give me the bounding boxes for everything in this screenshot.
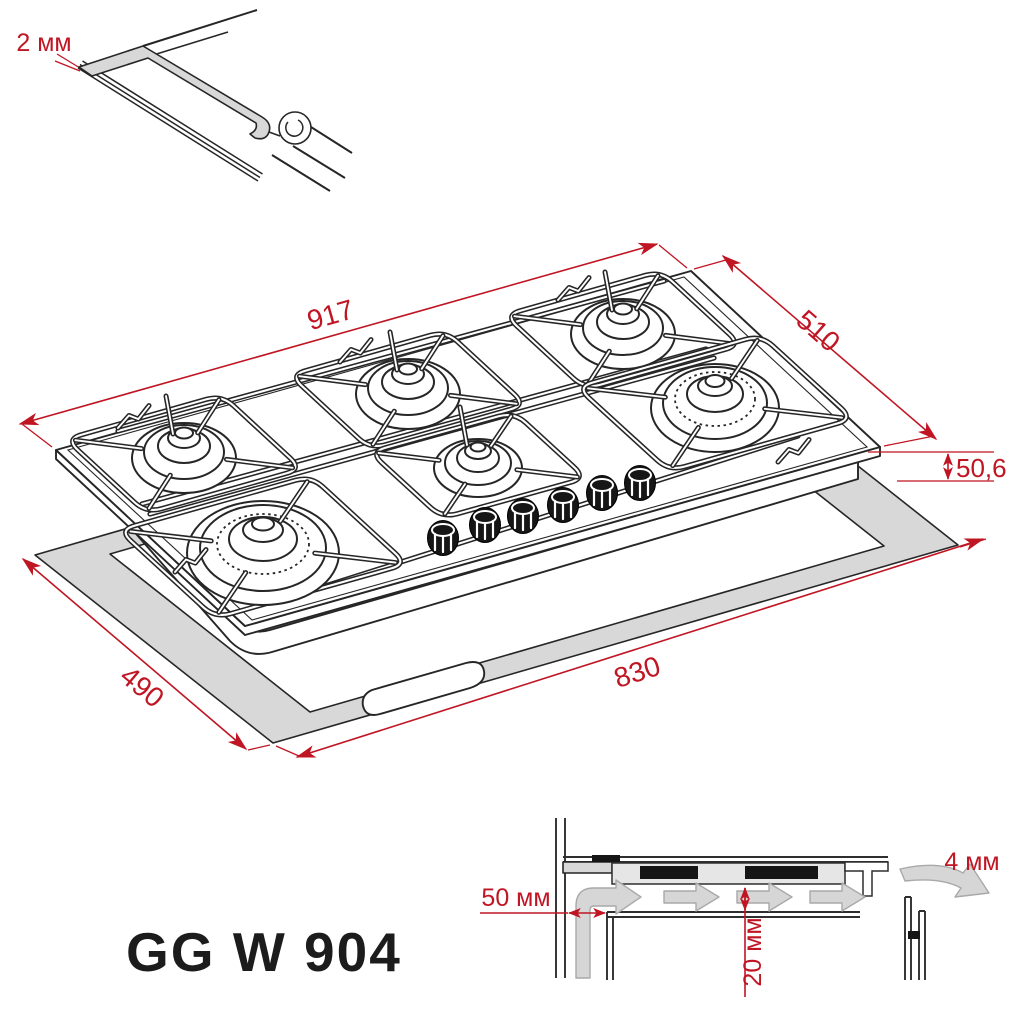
wall-clearance-label: 50 мм [481,884,550,912]
cutout-depth-dimension: 490 [114,660,170,714]
airflow-arrow [663,882,720,912]
burner-knob [507,498,539,534]
burner-knob [427,520,459,556]
hob-height-dimension: 50,6 [956,453,1007,483]
burner-knob [586,475,618,511]
burner [374,404,582,518]
hob-depth-dimension: 510 [790,304,846,358]
edge-thickness-label: 2 мм [16,29,71,57]
under-clearance-label: 20 мм [739,917,767,986]
spring-clip-curl [278,111,312,145]
wall [555,818,566,978]
edge-trim-strip [78,45,271,140]
rear-gap-arrow [899,863,990,898]
cross-section: 50 мм 20 мм 4 мм [480,818,1000,997]
burner-knob [624,465,656,501]
burner-knob [547,487,579,523]
rear-trim-hook [844,861,889,897]
cutout-width-dimension: 830 [610,650,664,694]
rear-gap-label: 4 мм [944,848,999,876]
shelf [606,911,860,980]
model-name: GG W 904 [126,921,402,983]
burner [70,393,298,513]
burner-knob [469,507,501,543]
hob-width-dimension: 917 [304,294,357,337]
edge-detail: 2 мм [16,9,353,192]
airflow-arrow [809,882,866,912]
airflow-bent-arrow [575,879,642,979]
